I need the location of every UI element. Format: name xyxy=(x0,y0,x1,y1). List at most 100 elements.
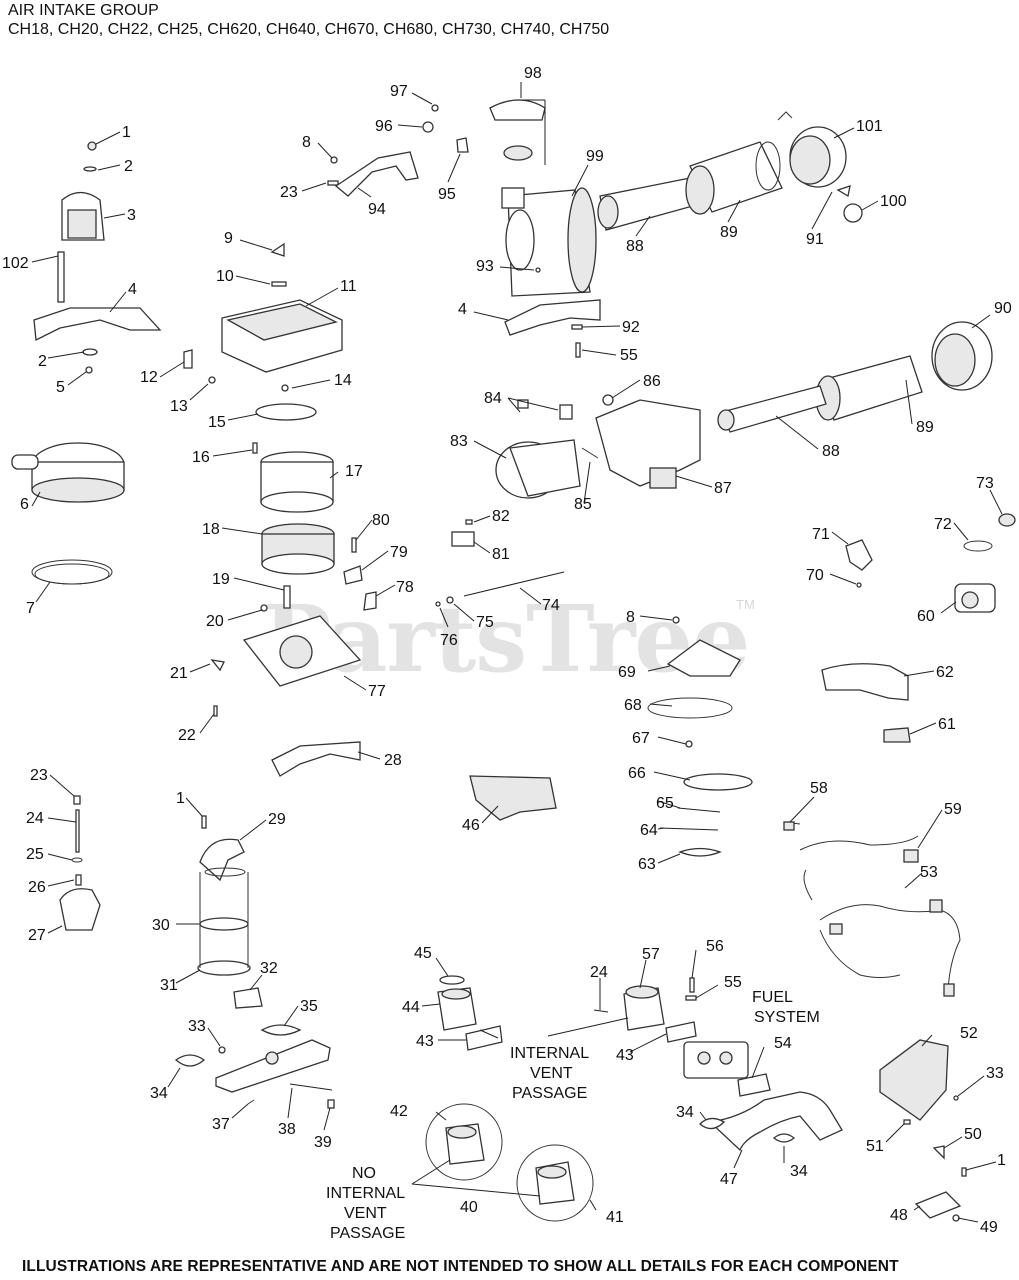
callout-60: 60 xyxy=(917,608,935,625)
callout-4: 4 xyxy=(128,281,137,298)
callout-28: 28 xyxy=(384,752,402,769)
note-fuel-system-line2: SYSTEM xyxy=(754,1009,820,1026)
callout-102: 102 xyxy=(2,255,29,272)
callout-87: 87 xyxy=(714,480,732,497)
callout-54: 54 xyxy=(774,1035,792,1052)
callout-34: 34 xyxy=(676,1104,694,1121)
callout-2: 2 xyxy=(124,158,133,175)
callout-23: 23 xyxy=(280,184,298,201)
callout-62: 62 xyxy=(936,664,954,681)
callout-90: 90 xyxy=(994,300,1012,317)
callout-66: 66 xyxy=(628,765,646,782)
callout-55: 55 xyxy=(620,347,638,364)
callout-37: 37 xyxy=(212,1116,230,1133)
callout-35: 35 xyxy=(300,998,318,1015)
callout-24: 24 xyxy=(26,810,44,827)
callout-58: 58 xyxy=(810,780,828,797)
callout-49: 49 xyxy=(980,1219,998,1236)
callout-2: 2 xyxy=(38,353,47,370)
callout-100: 100 xyxy=(880,193,907,210)
callout-4: 4 xyxy=(458,301,467,318)
callout-73: 73 xyxy=(976,475,994,492)
callout-33: 33 xyxy=(986,1065,1004,1082)
callout-93: 93 xyxy=(476,258,494,275)
callout-30: 30 xyxy=(152,917,170,934)
callout-18: 18 xyxy=(202,521,220,538)
callout-22: 22 xyxy=(178,727,196,744)
footer-disclaimer: ILLUSTRATIONS ARE REPRESENTATIVE AND ARE… xyxy=(22,1258,899,1275)
callout-88: 88 xyxy=(626,238,644,255)
callout-7: 7 xyxy=(26,600,35,617)
callout-61: 61 xyxy=(938,716,956,733)
callout-43: 43 xyxy=(616,1047,634,1064)
callout-101: 101 xyxy=(856,118,883,135)
callout-17: 17 xyxy=(345,463,363,480)
callout-50: 50 xyxy=(964,1126,982,1143)
watermark: PartsTree xyxy=(262,585,750,693)
callout-70: 70 xyxy=(806,567,824,584)
callout-71: 71 xyxy=(812,526,830,543)
callout-92: 92 xyxy=(622,319,640,336)
callout-15: 15 xyxy=(208,414,226,431)
callout-9: 9 xyxy=(224,230,233,247)
callout-69: 69 xyxy=(618,664,636,681)
callout-20: 20 xyxy=(206,613,224,630)
callout-26: 26 xyxy=(28,879,46,896)
note-internal-vent-line3: PASSAGE xyxy=(512,1085,587,1102)
callout-82: 82 xyxy=(492,508,510,525)
callout-80: 80 xyxy=(372,512,390,529)
callout-57: 57 xyxy=(642,946,660,963)
callout-64: 64 xyxy=(640,822,658,839)
callout-67: 67 xyxy=(632,730,650,747)
callout-34: 34 xyxy=(790,1163,808,1180)
watermark-tm: TM xyxy=(736,597,755,612)
callout-13: 13 xyxy=(170,398,188,415)
note-no-internal-vent-line1: NO xyxy=(352,1165,376,1182)
callout-98: 98 xyxy=(524,65,542,82)
callout-95: 95 xyxy=(438,186,456,203)
callout-77: 77 xyxy=(368,683,386,700)
note-internal-vent-line2: VENT xyxy=(530,1065,573,1082)
callout-85: 85 xyxy=(574,496,592,513)
callout-74: 74 xyxy=(542,597,560,614)
callout-78: 78 xyxy=(396,579,414,596)
callout-55: 55 xyxy=(724,974,742,991)
callout-27: 27 xyxy=(28,927,46,944)
callout-84: 84 xyxy=(484,390,502,407)
callout-24: 24 xyxy=(590,964,608,981)
callout-91: 91 xyxy=(806,231,824,248)
note-internal-vent-line1: INTERNAL xyxy=(510,1045,589,1062)
callout-33: 33 xyxy=(188,1018,206,1035)
leader-lines xyxy=(31,82,1003,1223)
callout-32: 32 xyxy=(260,960,278,977)
callout-43: 43 xyxy=(416,1033,434,1050)
callout-81: 81 xyxy=(492,546,510,563)
note-no-internal-vent-line3: VENT xyxy=(344,1205,387,1222)
note-no-internal-vent-line4: PASSAGE xyxy=(330,1225,405,1242)
callout-8: 8 xyxy=(626,609,635,626)
callout-3: 3 xyxy=(127,207,136,224)
note-fuel-system-line1: FUEL xyxy=(752,989,793,1006)
callout-53: 53 xyxy=(920,864,938,881)
callout-11: 11 xyxy=(340,278,357,295)
callout-42: 42 xyxy=(390,1103,408,1120)
callout-1: 1 xyxy=(176,790,185,807)
callout-48: 48 xyxy=(890,1207,908,1224)
callout-8: 8 xyxy=(302,134,311,151)
callout-1: 1 xyxy=(997,1152,1006,1169)
callout-19: 19 xyxy=(212,571,230,588)
callout-46: 46 xyxy=(462,817,480,834)
callout-16: 16 xyxy=(192,449,210,466)
callout-72: 72 xyxy=(934,516,952,533)
callout-52: 52 xyxy=(960,1025,978,1042)
callout-5: 5 xyxy=(56,379,65,396)
callout-10: 10 xyxy=(216,268,234,285)
callout-45: 45 xyxy=(414,945,432,962)
diagram-title: AIR INTAKE GROUP xyxy=(8,2,159,19)
callout-39: 39 xyxy=(314,1134,332,1151)
callout-76: 76 xyxy=(440,632,458,649)
callout-86: 86 xyxy=(643,373,661,390)
callout-75: 75 xyxy=(476,614,494,631)
model-list: CH18, CH20, CH22, CH25, CH620, CH640, CH… xyxy=(8,21,610,38)
